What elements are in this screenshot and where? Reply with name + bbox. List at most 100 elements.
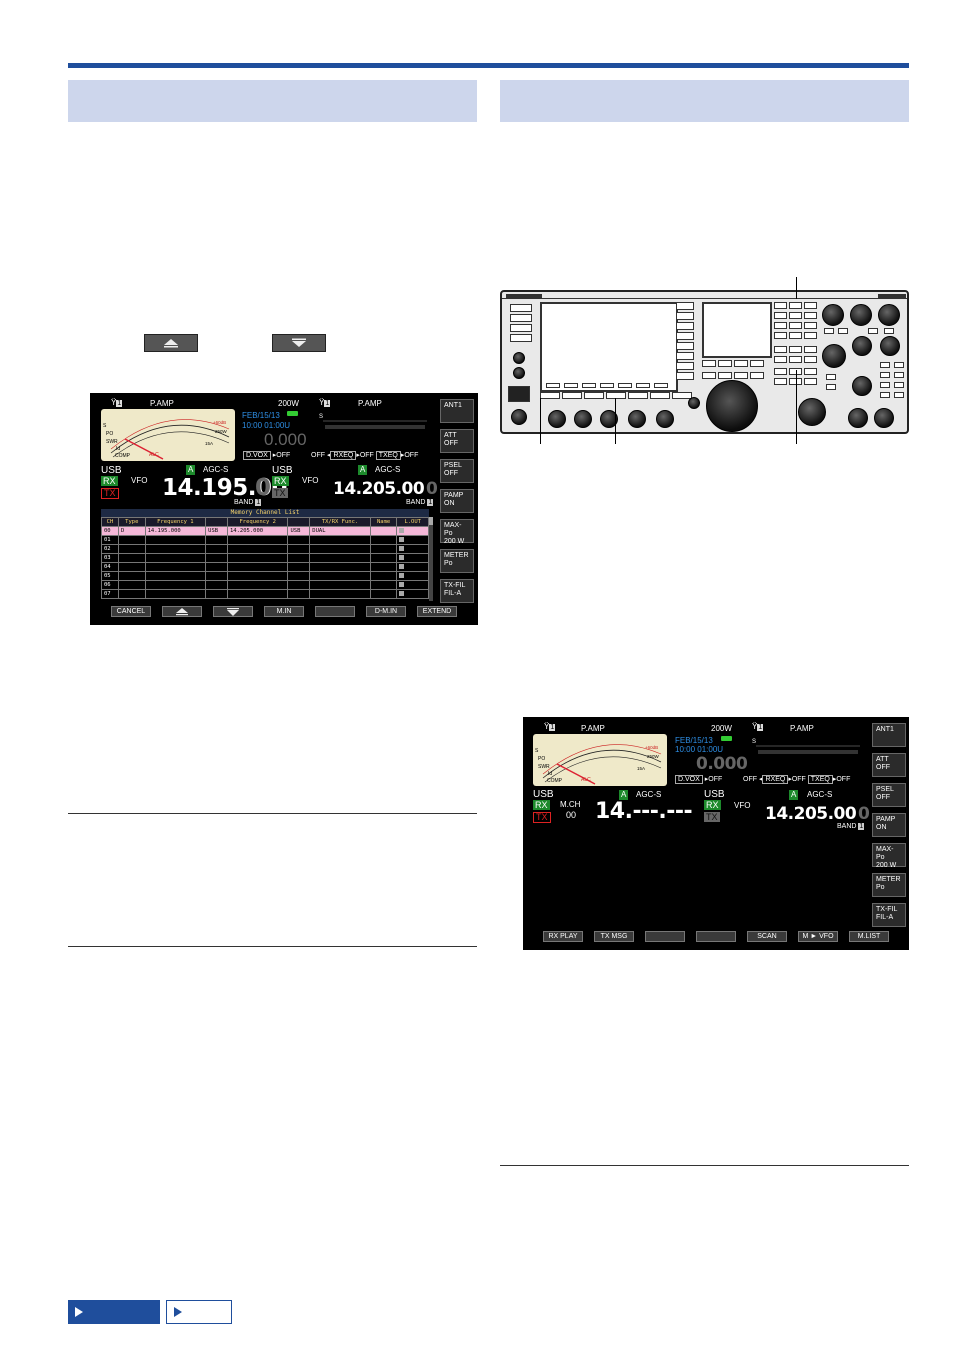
table-cell xyxy=(205,553,228,563)
table-cell xyxy=(396,526,429,536)
table-cell xyxy=(287,544,311,554)
table-cell xyxy=(396,544,429,554)
table-row[interactable]: 02 xyxy=(101,544,429,554)
antenna-icon: Ÿ1 xyxy=(544,722,556,731)
fkey-d-m-in-button[interactable]: D-M.IN xyxy=(366,606,406,617)
nav-back-button[interactable] xyxy=(68,1300,160,1324)
lockout-checkbox[interactable] xyxy=(399,572,405,578)
sub-mode: USB xyxy=(704,789,725,800)
table-cell xyxy=(369,580,398,590)
table-cell xyxy=(287,562,311,572)
table-row[interactable]: 03 xyxy=(101,553,429,563)
left-section-header xyxy=(68,80,477,122)
sub-vfo-tag: A xyxy=(789,790,799,800)
nav-next-button[interactable] xyxy=(166,1300,232,1324)
table-cell xyxy=(396,580,429,590)
fkey-m-in-button[interactable]: M.IN xyxy=(264,606,304,617)
table-row[interactable]: 05 xyxy=(101,571,429,581)
fkey-tx-msg-button[interactable]: TX MSG xyxy=(594,931,634,942)
fkey-m-vfo-button[interactable]: M ► VFO xyxy=(798,931,838,942)
down-key-button[interactable] xyxy=(272,334,326,352)
table-cell: DUAL xyxy=(309,526,371,536)
table-cell xyxy=(396,571,429,581)
lockout-checkbox[interactable] xyxy=(399,527,405,533)
memory-column-header: Frequency 2 xyxy=(226,517,289,527)
table-cell xyxy=(144,589,207,599)
fkey-rx-play-button[interactable]: RX PLAY xyxy=(543,931,583,942)
main-agc: AGC-S xyxy=(203,465,229,474)
fkey-down-button[interactable] xyxy=(213,606,253,617)
up-key-button[interactable] xyxy=(144,334,198,352)
sub-agc: AGC-S xyxy=(807,790,833,799)
svg-text:S: S xyxy=(752,739,756,745)
fkey-scan-button[interactable]: SCAN xyxy=(747,931,787,942)
table-cell xyxy=(117,553,146,563)
table-row[interactable]: 01 xyxy=(101,535,429,545)
fkey-extend-button[interactable]: EXTEND xyxy=(417,606,457,617)
memory-scrollbar[interactable] xyxy=(429,517,433,601)
lockout-checkbox[interactable] xyxy=(399,536,405,542)
fkey-cancel-button[interactable]: CANCEL xyxy=(111,606,151,617)
sub-s-meter: S xyxy=(319,411,429,439)
table-cell xyxy=(226,571,289,581)
table-cell xyxy=(369,553,398,563)
lockout-checkbox[interactable] xyxy=(399,545,405,551)
fkey-blank-button[interactable] xyxy=(696,931,736,942)
fkey-up-button[interactable] xyxy=(162,606,202,617)
table-cell xyxy=(205,571,228,581)
side-button-label: PSEL xyxy=(876,786,894,793)
memory-column-header: Name xyxy=(369,517,398,527)
table-cell xyxy=(144,544,207,554)
main-tuning-dial[interactable] xyxy=(706,380,758,432)
sub-band: BAND 1 xyxy=(406,499,434,506)
memory-column-header: TX/RX Func. xyxy=(309,517,371,527)
fkey-m-list-button[interactable]: M.LIST xyxy=(849,931,889,942)
table-cell xyxy=(369,571,398,581)
kenwood-logo xyxy=(506,294,542,299)
side-button-ant1[interactable]: ANT1 xyxy=(440,399,474,423)
table-cell xyxy=(309,562,371,572)
lockout-checkbox[interactable] xyxy=(399,590,405,596)
table-cell xyxy=(205,580,228,590)
battery-icon xyxy=(721,736,732,741)
lockout-checkbox[interactable] xyxy=(399,581,405,587)
callout-line-3 xyxy=(796,370,797,444)
main-display xyxy=(540,302,678,392)
fkey-blank-button[interactable] xyxy=(645,931,685,942)
side-button-value: FIL-A xyxy=(444,590,462,597)
sub-frequency-last-digit: 0 xyxy=(858,804,870,824)
side-button-ant1[interactable]: ANT1 xyxy=(872,723,906,747)
power-label: 200W xyxy=(278,399,299,408)
table-cell xyxy=(117,544,146,554)
lockout-checkbox[interactable] xyxy=(399,554,405,560)
table-cell xyxy=(205,562,228,572)
side-button-label: ATT xyxy=(876,756,889,763)
table-cell: 02 xyxy=(101,544,119,554)
table-cell xyxy=(205,535,228,545)
lockout-checkbox[interactable] xyxy=(399,563,405,569)
table-row[interactable]: 06 xyxy=(101,580,429,590)
battery-icon xyxy=(287,411,298,416)
main-frequency: 14.195.00 xyxy=(162,475,288,501)
table-row[interactable]: 04 xyxy=(101,562,429,572)
table-cell: 14.205.000 xyxy=(226,526,289,536)
side-button-label: ATT xyxy=(444,432,457,439)
table-cell xyxy=(226,535,289,545)
side-button-value: OFF xyxy=(444,470,458,477)
side-button-value: 200 W xyxy=(444,538,465,545)
fkey-blank-button[interactable] xyxy=(315,606,355,617)
table-row[interactable]: 07 xyxy=(101,589,429,599)
